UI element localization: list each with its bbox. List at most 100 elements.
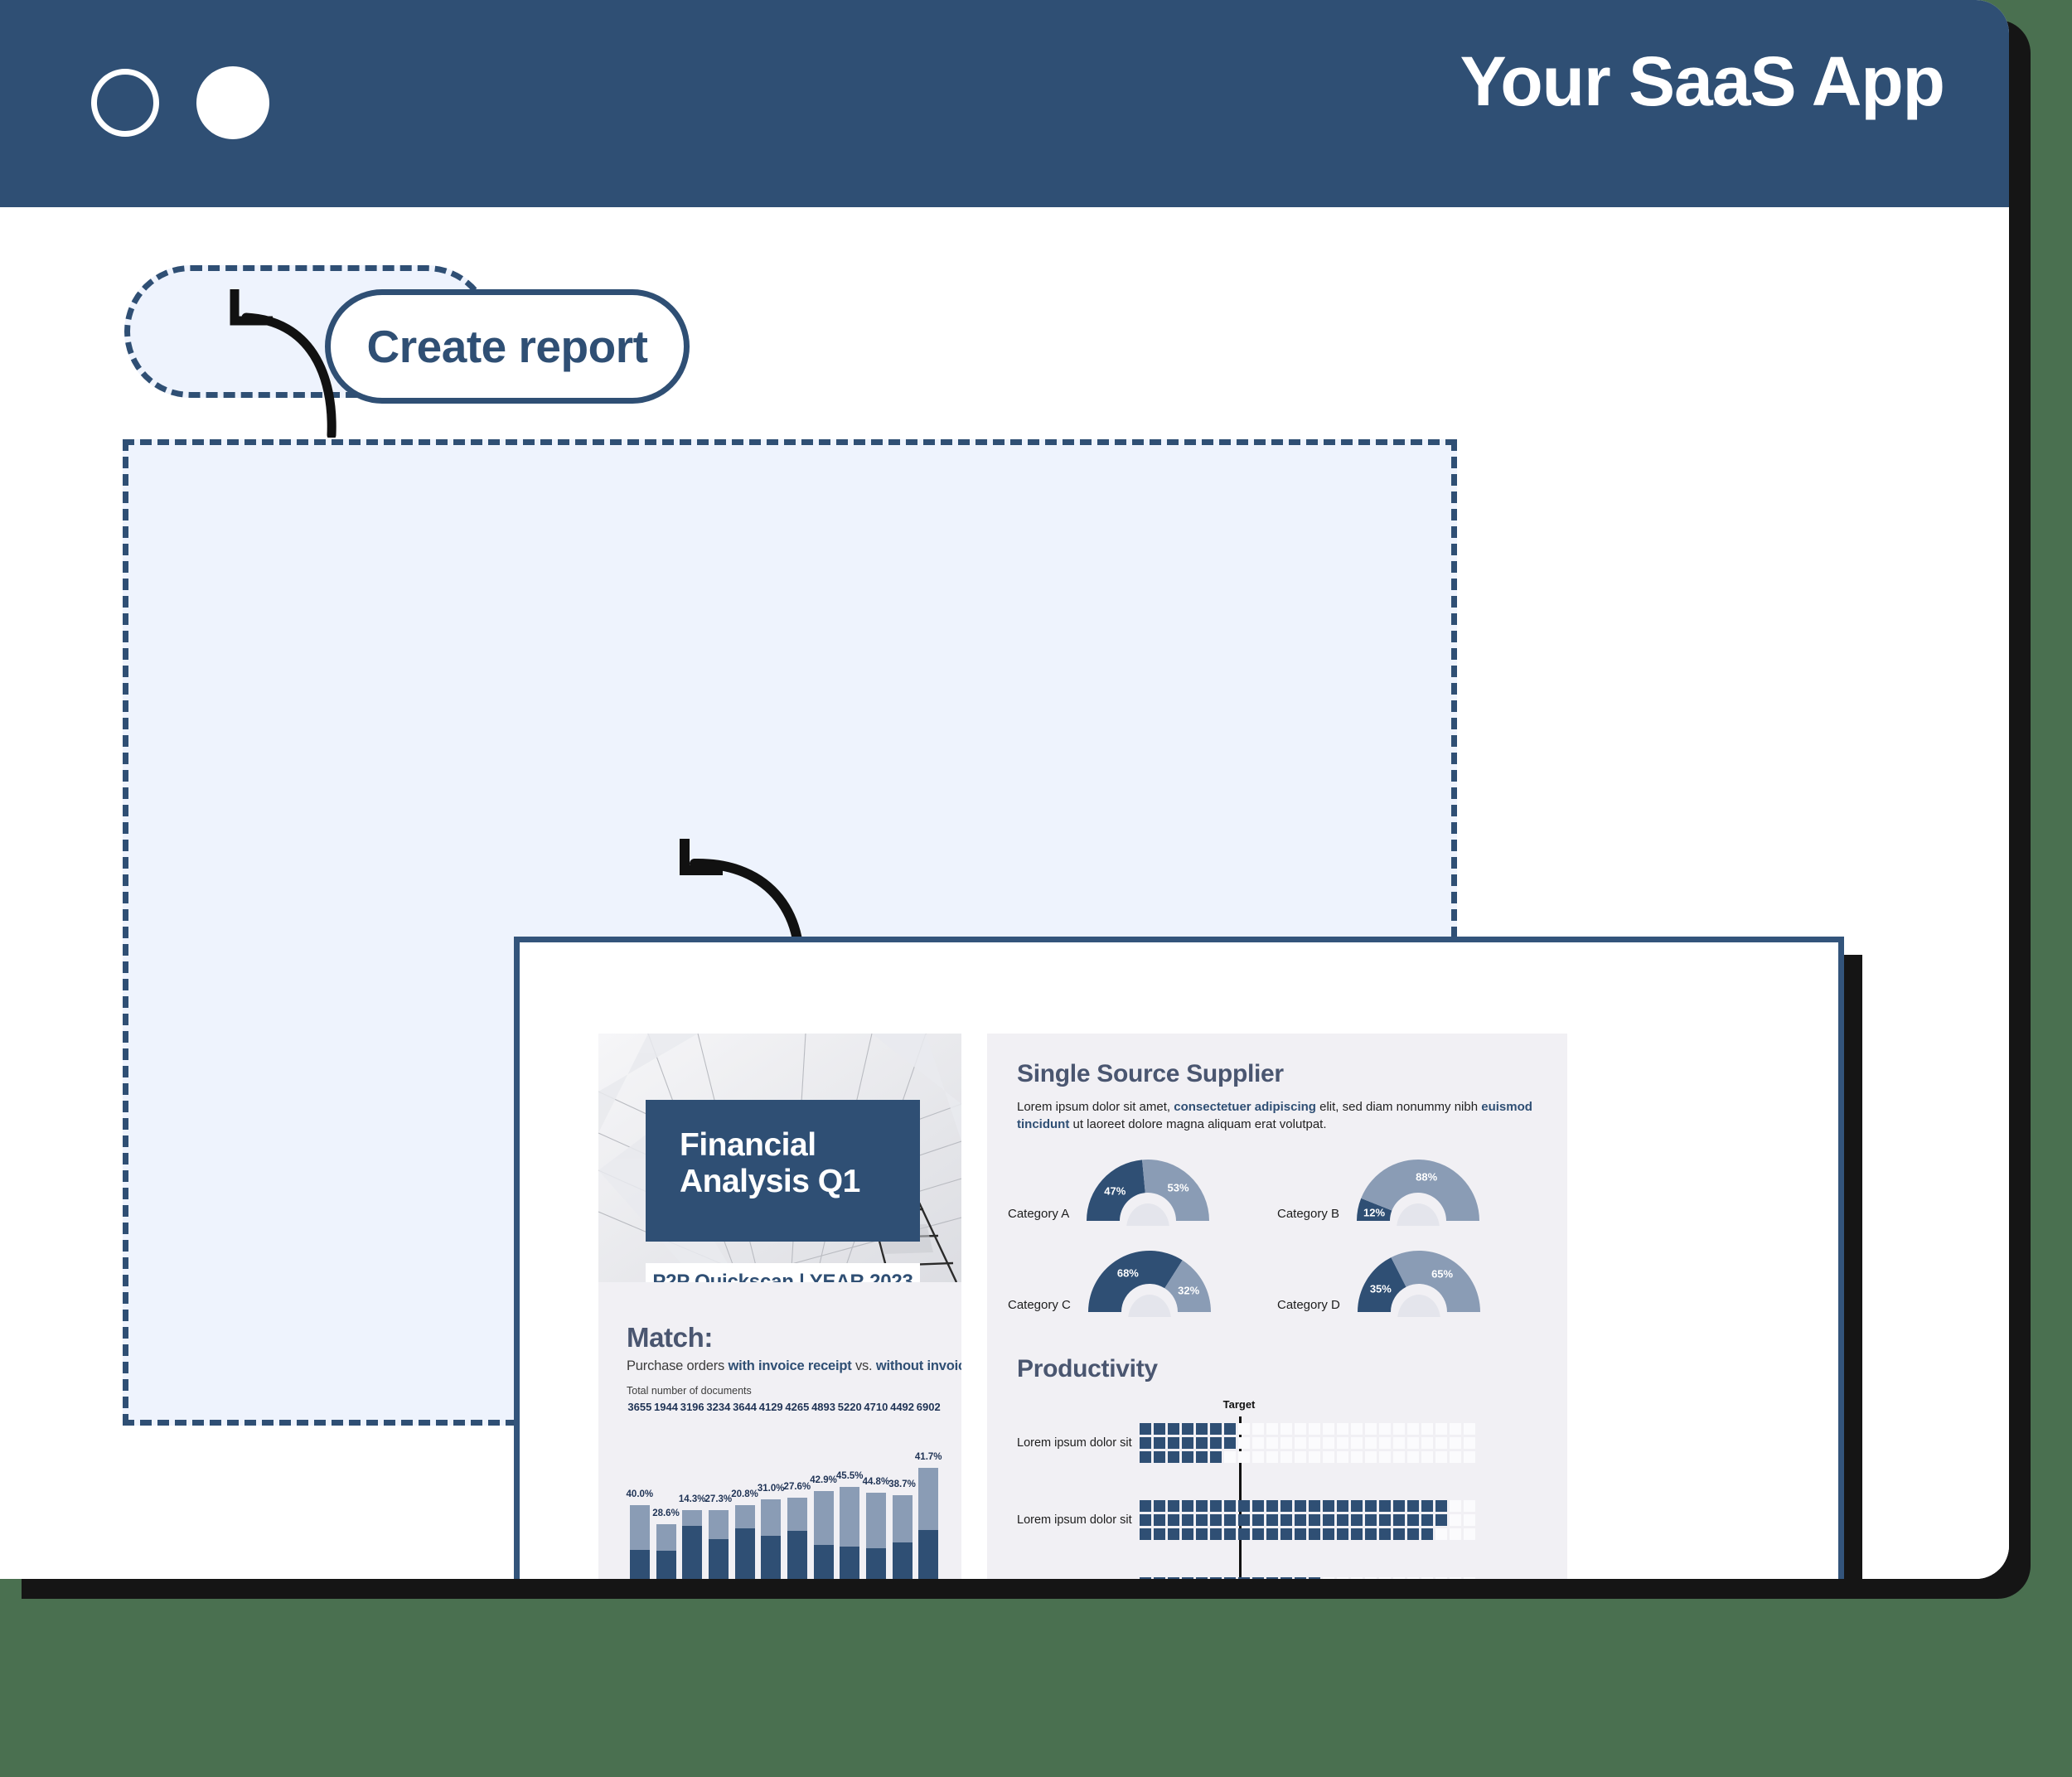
waffle-cell: [1393, 1577, 1405, 1579]
waffle-cell: [1168, 1577, 1179, 1579]
waffle-cell: [1464, 1514, 1475, 1526]
waffle-cell: [1266, 1528, 1278, 1540]
waffle-cell: [1309, 1500, 1320, 1512]
waffle-cell: [1252, 1514, 1264, 1526]
documents-total-value: 3655: [627, 1401, 652, 1413]
match-bar-chart: 40.0%60.0%Jan28.6%71.4%Feb14.3%85.7%Mar2…: [627, 1440, 942, 1579]
documents-total-value: 6902: [916, 1401, 941, 1413]
bar-segment-without-invoice: [682, 1510, 703, 1526]
waffle-cell: [1168, 1423, 1179, 1435]
bar-segment-without-invoice: [892, 1495, 913, 1543]
waffle-cell: [1196, 1577, 1208, 1579]
waffle-cell: [1210, 1423, 1222, 1435]
gauge-primary-label: 35%: [1369, 1282, 1392, 1295]
waffle-cell: [1280, 1577, 1292, 1579]
waffle-row: [1140, 1437, 1475, 1449]
waffle-cell: [1337, 1500, 1348, 1512]
waffle-cell: [1464, 1500, 1475, 1512]
bar-segment-without-invoice: [865, 1493, 886, 1549]
bar-segment-without-invoice: [656, 1524, 676, 1552]
bar-segment-with-invoice: 85.7%: [682, 1525, 703, 1579]
gauge-category-label: Category D: [1277, 1298, 1340, 1312]
waffle-cell: [1464, 1451, 1475, 1463]
waffle-cell: [1182, 1577, 1193, 1579]
bar-segment-without-invoice: [708, 1509, 729, 1539]
waffle-cell: [1379, 1500, 1391, 1512]
bar-segment-without-invoice: [761, 1499, 782, 1537]
gauge-hub: [1397, 1295, 1440, 1317]
gauge-chart: 47%53%: [1077, 1150, 1218, 1226]
waffle-row: [1140, 1451, 1475, 1463]
gauge-secondary-arc: [1391, 1251, 1480, 1312]
waffle-cell: [1351, 1577, 1363, 1579]
waffle-cell: [1210, 1451, 1222, 1463]
waffle-cell: [1323, 1500, 1334, 1512]
waffle-cell: [1309, 1528, 1320, 1540]
waffle-cell: [1154, 1528, 1165, 1540]
waffle-cell: [1435, 1423, 1447, 1435]
waffle-cell: [1351, 1451, 1363, 1463]
bar-column: 14.3%85.7%Mar: [679, 1494, 705, 1579]
bar-column: 45.5%54.5%Sep: [836, 1471, 864, 1579]
waffle-cell: [1450, 1500, 1461, 1512]
bar-stack: 27.3%72.7%: [705, 1494, 732, 1579]
documents-total-value: 4710: [864, 1401, 888, 1413]
bar-segment-with-invoice: 72.4%: [787, 1531, 807, 1579]
bar-top-label: 27.6%: [783, 1482, 811, 1493]
waffle-cell: [1407, 1451, 1419, 1463]
app-header-bar: Your SaaS App: [0, 0, 2009, 207]
waffle-cell: [1280, 1514, 1292, 1526]
single-source-supplier-title: Single Source Supplier: [1017, 1060, 1284, 1087]
waffle-cell: [1379, 1528, 1391, 1540]
bar-column: 28.6%71.4%Feb: [652, 1508, 680, 1579]
sss-body-bold-1: consectetuer adipiscing: [1174, 1100, 1316, 1114]
waffle-cell: [1309, 1514, 1320, 1526]
waffle-row: [1140, 1423, 1475, 1435]
gauge-hub: [1126, 1203, 1169, 1226]
bar-top-label: 38.7%: [888, 1479, 916, 1490]
waffle-group: Lorem ipsum dolor sit: [1017, 1577, 1475, 1579]
waffle-cell: [1323, 1451, 1334, 1463]
waffle-cell: [1168, 1500, 1179, 1512]
bar-top-label: 42.9%: [810, 1474, 837, 1485]
waffle-cell: [1238, 1528, 1250, 1540]
documents-total-label: Total number of documents: [627, 1385, 752, 1397]
bar-top-label: 28.6%: [652, 1508, 680, 1519]
waffle-cell: [1238, 1451, 1250, 1463]
documents-total-value: 5220: [837, 1401, 862, 1413]
waffle-cell: [1154, 1451, 1165, 1463]
waffle-cell: [1210, 1437, 1222, 1449]
waffle-cell: [1407, 1423, 1419, 1435]
waffle-cell: [1337, 1514, 1348, 1526]
report-preview-window[interactable]: Financial Analysis Q1 P2P Quickscan | YE…: [514, 937, 1844, 1579]
waffle-cell: [1182, 1500, 1193, 1512]
waffle-cell: [1140, 1577, 1151, 1579]
bar-segment-with-invoice: 79.2%: [734, 1528, 755, 1579]
waffle-cell: [1435, 1500, 1447, 1512]
waffle-cell: [1365, 1437, 1377, 1449]
waffle-cell: [1393, 1423, 1405, 1435]
bar-column: 27.3%72.7%Apr: [705, 1494, 732, 1579]
waffle-cell: [1435, 1451, 1447, 1463]
waffle-cell: [1323, 1437, 1334, 1449]
bar-top-label: 20.8%: [731, 1489, 758, 1499]
waffle-cell: [1238, 1514, 1250, 1526]
waffle-cell: [1196, 1528, 1208, 1540]
waffle-cell: [1266, 1451, 1278, 1463]
bar-stack: 28.6%71.4%: [652, 1508, 680, 1579]
waffle-cell: [1337, 1451, 1348, 1463]
waffle-cell: [1210, 1500, 1222, 1512]
waffle-cell: [1295, 1577, 1306, 1579]
app-canvas: Create report: [0, 207, 2009, 1579]
waffle-cell: [1140, 1500, 1151, 1512]
waffle-cell: [1309, 1451, 1320, 1463]
report-cover-image: Financial Analysis Q1 P2P Quickscan | YE…: [598, 1034, 961, 1282]
create-report-button[interactable]: Create report: [325, 289, 690, 404]
waffle-cell: [1435, 1514, 1447, 1526]
single-source-supplier-body: Lorem ipsum dolor sit amet, consectetuer…: [1017, 1098, 1539, 1134]
gauge-category-label: Category B: [1277, 1207, 1340, 1221]
bar-top-label: 31.0%: [757, 1484, 785, 1494]
